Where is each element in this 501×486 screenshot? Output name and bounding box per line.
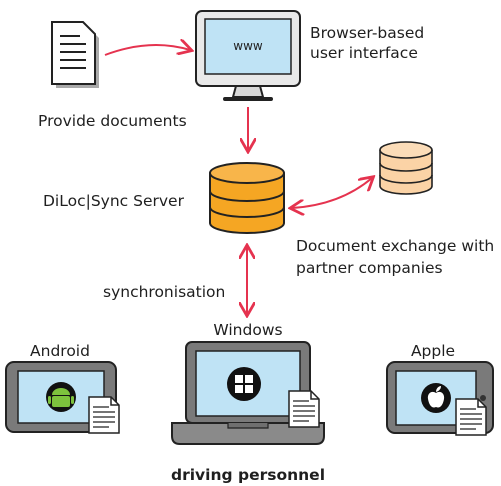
exchange-label-line2: partner companies	[296, 259, 443, 277]
apple-document-icon	[455, 398, 487, 436]
windows-label: Windows	[213, 321, 282, 339]
android-document-icon	[88, 396, 120, 434]
android-label: Android	[30, 342, 90, 360]
android-icon	[48, 388, 74, 407]
synchronisation-label: synchronisation	[103, 283, 225, 301]
apple-icon	[427, 386, 445, 408]
arrow-document-to-browser	[104, 45, 190, 56]
footer-label: driving personnel	[171, 466, 325, 484]
android-tablet	[5, 361, 120, 434]
arrow-server-partner	[292, 178, 372, 208]
browser-label-line1: Browser-based	[310, 24, 424, 42]
server-database-icon	[209, 162, 285, 234]
apple-label: Apple	[411, 342, 455, 360]
partner-database-icon	[379, 141, 433, 195]
apple-tablet	[386, 361, 494, 436]
server-label: DiLoc|Sync Server	[43, 192, 185, 210]
windows-icon	[235, 375, 253, 393]
provide-documents-label: Provide documents	[38, 112, 187, 130]
windows-laptop	[171, 341, 325, 445]
monitor-screen-text: www	[233, 39, 263, 53]
windows-document-icon	[288, 390, 320, 428]
document-icon	[51, 21, 99, 88]
monitor-icon: www	[195, 10, 301, 101]
browser-label-line2: user interface	[310, 44, 418, 62]
exchange-label-line1: Document exchange with	[296, 237, 494, 255]
